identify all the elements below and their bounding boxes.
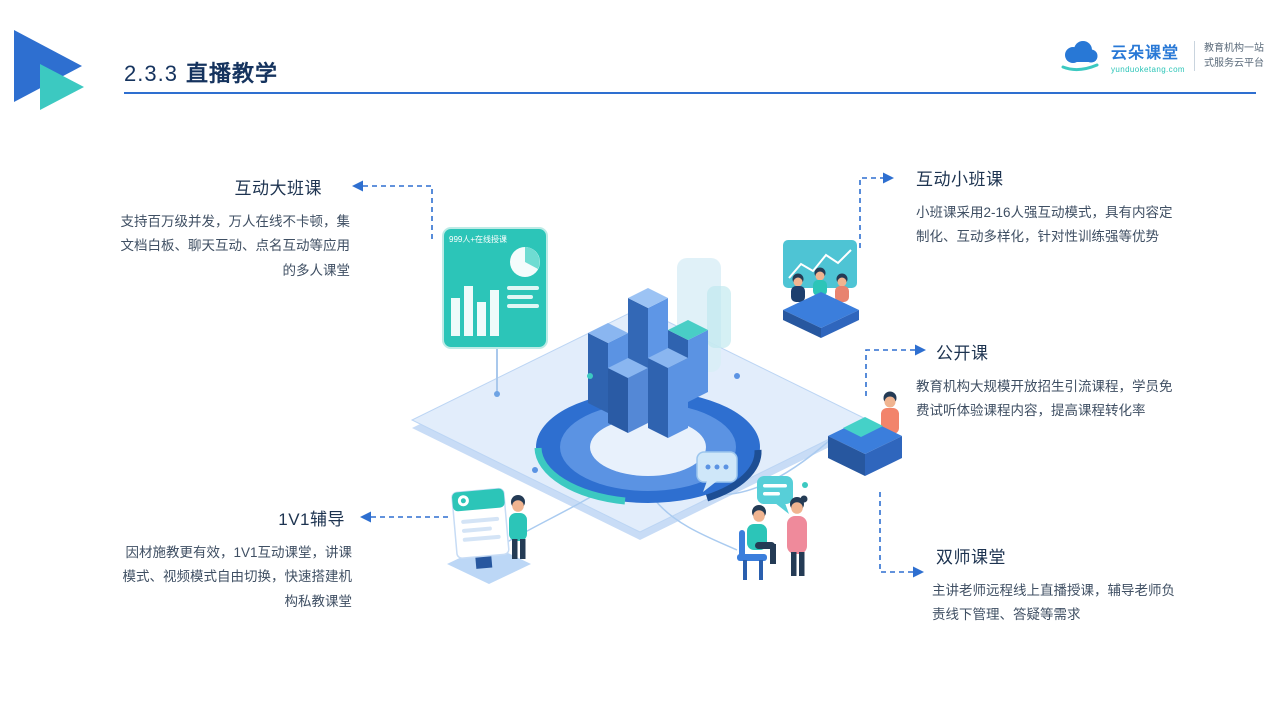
feature-description-small-class: 小班课采用2-16人强互动模式，具有内容定制化、互动多样化，针对性训练强等优势 — [916, 205, 1173, 245]
bar-towers — [588, 288, 708, 438]
brand-url: yunduoketang.com — [1110, 64, 1185, 74]
analytics-dashboard: 999人+在线授课 — [442, 227, 548, 397]
connector-dual-teacher — [879, 492, 913, 573]
brand-tagline-line2: 式服务云平台 — [1204, 58, 1264, 69]
feature-description-1v1: 因材施教更有效，1V1互动课堂，讲课模式、视频模式自由切换，快速搭建机构私教课堂 — [122, 545, 353, 609]
kiosk-base — [447, 544, 531, 584]
feature-1v1: 1V1辅导 因材施教更有效，1V1互动课堂，讲课模式、视频模式自由切换，快速搭建… — [112, 505, 353, 614]
isometric-platform — [410, 307, 870, 540]
cloud-logo-icon — [1061, 41, 1099, 72]
page-header: 2.3.3 直播教学 — [124, 56, 278, 88]
chat-bubble-dots — [696, 451, 738, 492]
circuit-lines — [496, 439, 831, 551]
feature-title-1v1: 1V1辅导 — [278, 510, 345, 529]
company-logo-icon — [14, 30, 84, 110]
dashboard-label: 999人+在线授课 — [449, 234, 507, 244]
feature-description-open-class: 教育机构大规模开放招生引流课程，学员免费试听体验课程内容，提高课程转化率 — [916, 379, 1173, 419]
arrow-left-icon — [360, 511, 371, 523]
open-class-kiosk — [828, 391, 902, 476]
glass-panel — [677, 258, 721, 372]
brand-lockup: 云朵课堂 yunduoketang.com 教育机构一站 式服务云平台 — [1058, 38, 1264, 74]
glass-panel-small — [707, 286, 731, 348]
pie-chart-icon — [510, 247, 540, 277]
feature-title-small-class: 互动小班课 — [916, 170, 1004, 189]
platform-illustration: 999人+在线授课 — [410, 227, 902, 584]
feature-small-class: 互动小班课 小班课采用2-16人强互动模式，具有内容定制化、互动多样化，针对性训… — [916, 165, 1174, 250]
feature-title-big-class: 互动大班课 — [234, 179, 322, 198]
feature-description-big-class: 支持百万级并发，万人在线不卡顿，集文档白板、聊天互动、点名互动等应用的多人课堂 — [120, 214, 351, 278]
one-on-one-kiosk — [451, 487, 510, 569]
connector-big-class — [363, 185, 433, 242]
section-number: 2.3.3 — [124, 61, 178, 86]
connector-small-class — [859, 177, 883, 248]
one-on-one-tutor — [509, 495, 527, 559]
header-divider — [124, 92, 1256, 94]
brand-name: 云朵课堂 — [1110, 44, 1179, 62]
feature-open-class: 公开课 教育机构大规模开放招生引流课程，学员免费试听体验课程内容，提高课程转化率 — [916, 339, 1180, 424]
small-class-screens — [783, 240, 859, 338]
brand-tagline-line1: 教育机构一站 — [1204, 43, 1264, 54]
decor-dots — [532, 373, 808, 488]
center-ring — [534, 391, 762, 505]
feature-big-class: 互动大班课 支持百万级并发，万人在线不卡顿，集文档白板、聊天互动、点名互动等应用… — [110, 174, 351, 283]
arrow-left-icon — [352, 180, 363, 192]
brand-divider — [1194, 41, 1195, 71]
feature-dual-teacher: 双师课堂 主讲老师远程线上直播授课，辅导老师负责线下管理、答疑等需求 — [932, 543, 1184, 628]
arrow-right-icon — [883, 172, 894, 184]
feature-description-dual-teacher: 主讲老师远程线上直播授课，辅导老师负责线下管理、答疑等需求 — [932, 583, 1175, 623]
brand-tagline: 教育机构一站 式服务云平台 — [1204, 41, 1264, 71]
feature-title-open-class: 公开课 — [936, 344, 989, 363]
chat-bubble-lines — [757, 476, 793, 514]
brand-text: 云朵课堂 yunduoketang.com — [1111, 39, 1185, 74]
dual-teacher-figures — [737, 495, 808, 580]
arrow-right-icon — [913, 566, 924, 578]
feature-title-dual-teacher: 双师课堂 — [936, 548, 1006, 567]
connector-open-class — [865, 349, 915, 396]
page-title: 直播教学 — [185, 61, 278, 86]
